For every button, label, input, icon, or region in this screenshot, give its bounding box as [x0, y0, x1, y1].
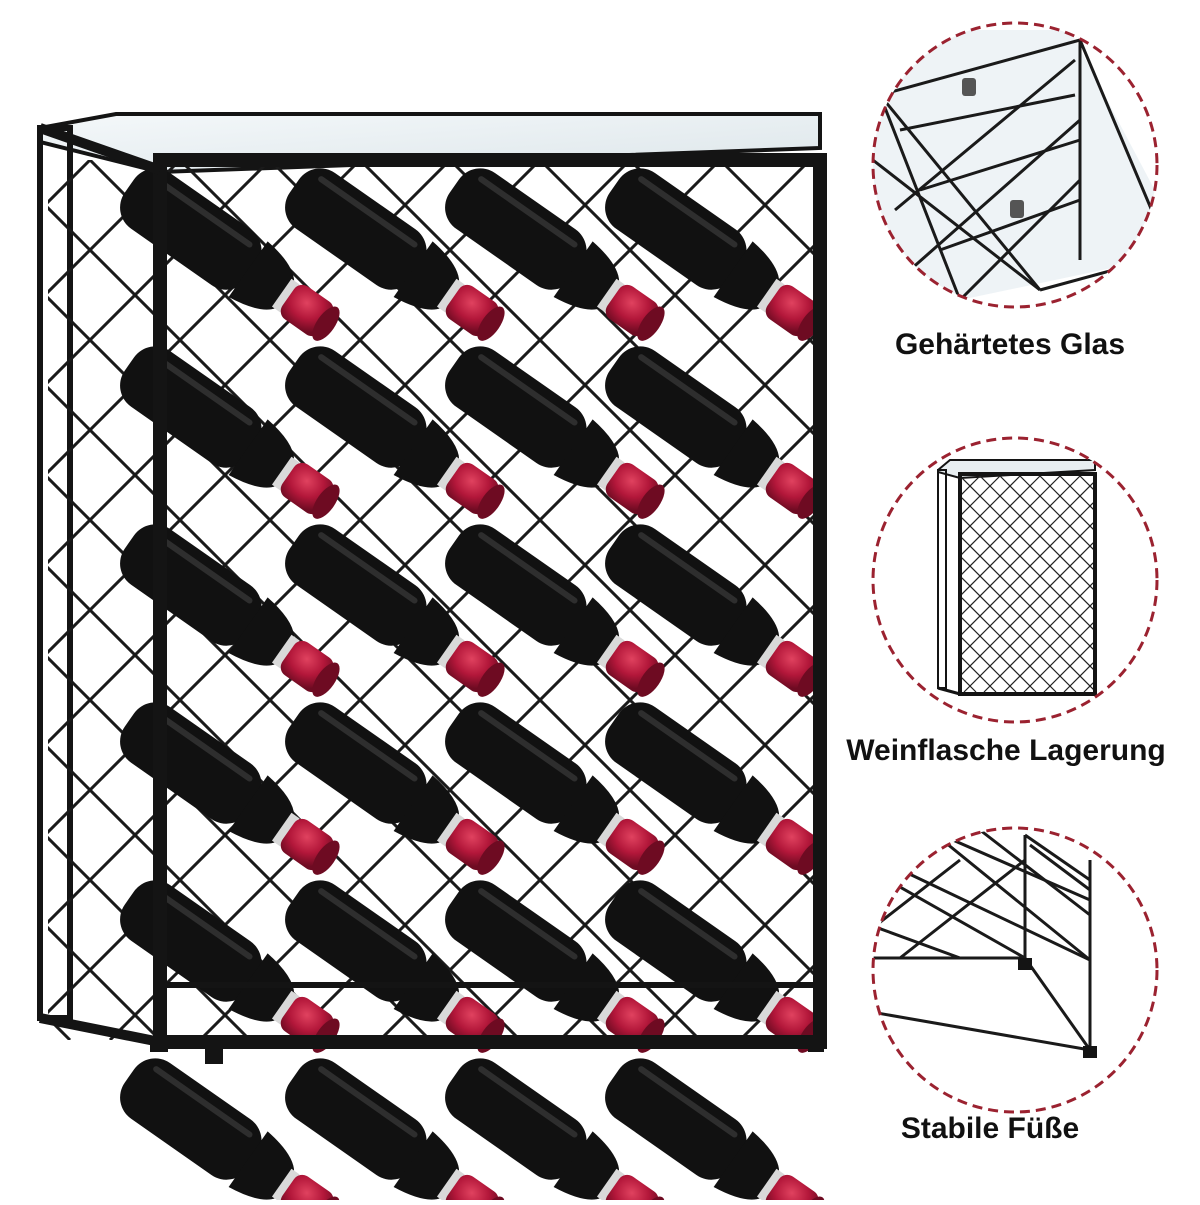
wine-bottle: [285, 702, 505, 875]
bottom-rail: [39, 1013, 161, 1047]
wine-rack: [37, 112, 1200, 1205]
feet-detail: [871, 826, 1159, 1114]
front-frame: [153, 153, 827, 1049]
foot: [205, 1040, 223, 1064]
rack-overview-detail: [871, 436, 1159, 724]
foot: [808, 1040, 824, 1052]
feature-label-glass: Gehärtetes Glas: [894, 328, 1126, 361]
lattice-wire: [48, 160, 92, 205]
wine-bottle: [605, 1058, 825, 1205]
lattice-wire: [558, 777, 820, 1040]
lattice-wire: [48, 835, 252, 1040]
lattice-wire: [48, 655, 432, 1040]
lattice-wire: [48, 745, 342, 1040]
lattice-wire: [48, 160, 722, 835]
lattice-wire: [48, 565, 522, 1040]
glass-top-detail: [871, 21, 1159, 309]
wine-bottle: [120, 524, 340, 697]
wine-bottle: [285, 524, 505, 697]
lattice-wire: [468, 687, 820, 1040]
lattice-wire: [648, 867, 820, 1040]
wine-bottle: [605, 346, 825, 519]
wine-bottle: [605, 524, 825, 697]
lattice-wire: [48, 160, 362, 475]
wine-bottle: [445, 346, 665, 519]
wine-bottle: [285, 346, 505, 519]
wine-bottle: [445, 880, 665, 1053]
lattice-wire: [1170, 160, 1200, 1040]
lattice-wire: [48, 160, 542, 655]
wine-bottle: [605, 168, 825, 341]
lattice-wire: [378, 597, 820, 1040]
lattice-wire: [358, 160, 820, 623]
lattice-wire: [48, 160, 272, 385]
top-rail: [38, 123, 162, 175]
lattice-wire: [48, 1015, 72, 1040]
feature-label-storage: Weinflasche Lagerung: [846, 734, 1166, 767]
lattice-wire: [538, 160, 820, 443]
feature-label-feet: Stabile Füße: [900, 1112, 1080, 1145]
wine-bottle: [445, 702, 665, 875]
wine-bottle: [605, 702, 825, 875]
wine-bottle: [445, 168, 665, 341]
wine-bottle: [285, 168, 505, 341]
wine-bottle: [445, 524, 665, 697]
foot: [150, 1040, 168, 1052]
lattice-wire: [48, 205, 820, 983]
